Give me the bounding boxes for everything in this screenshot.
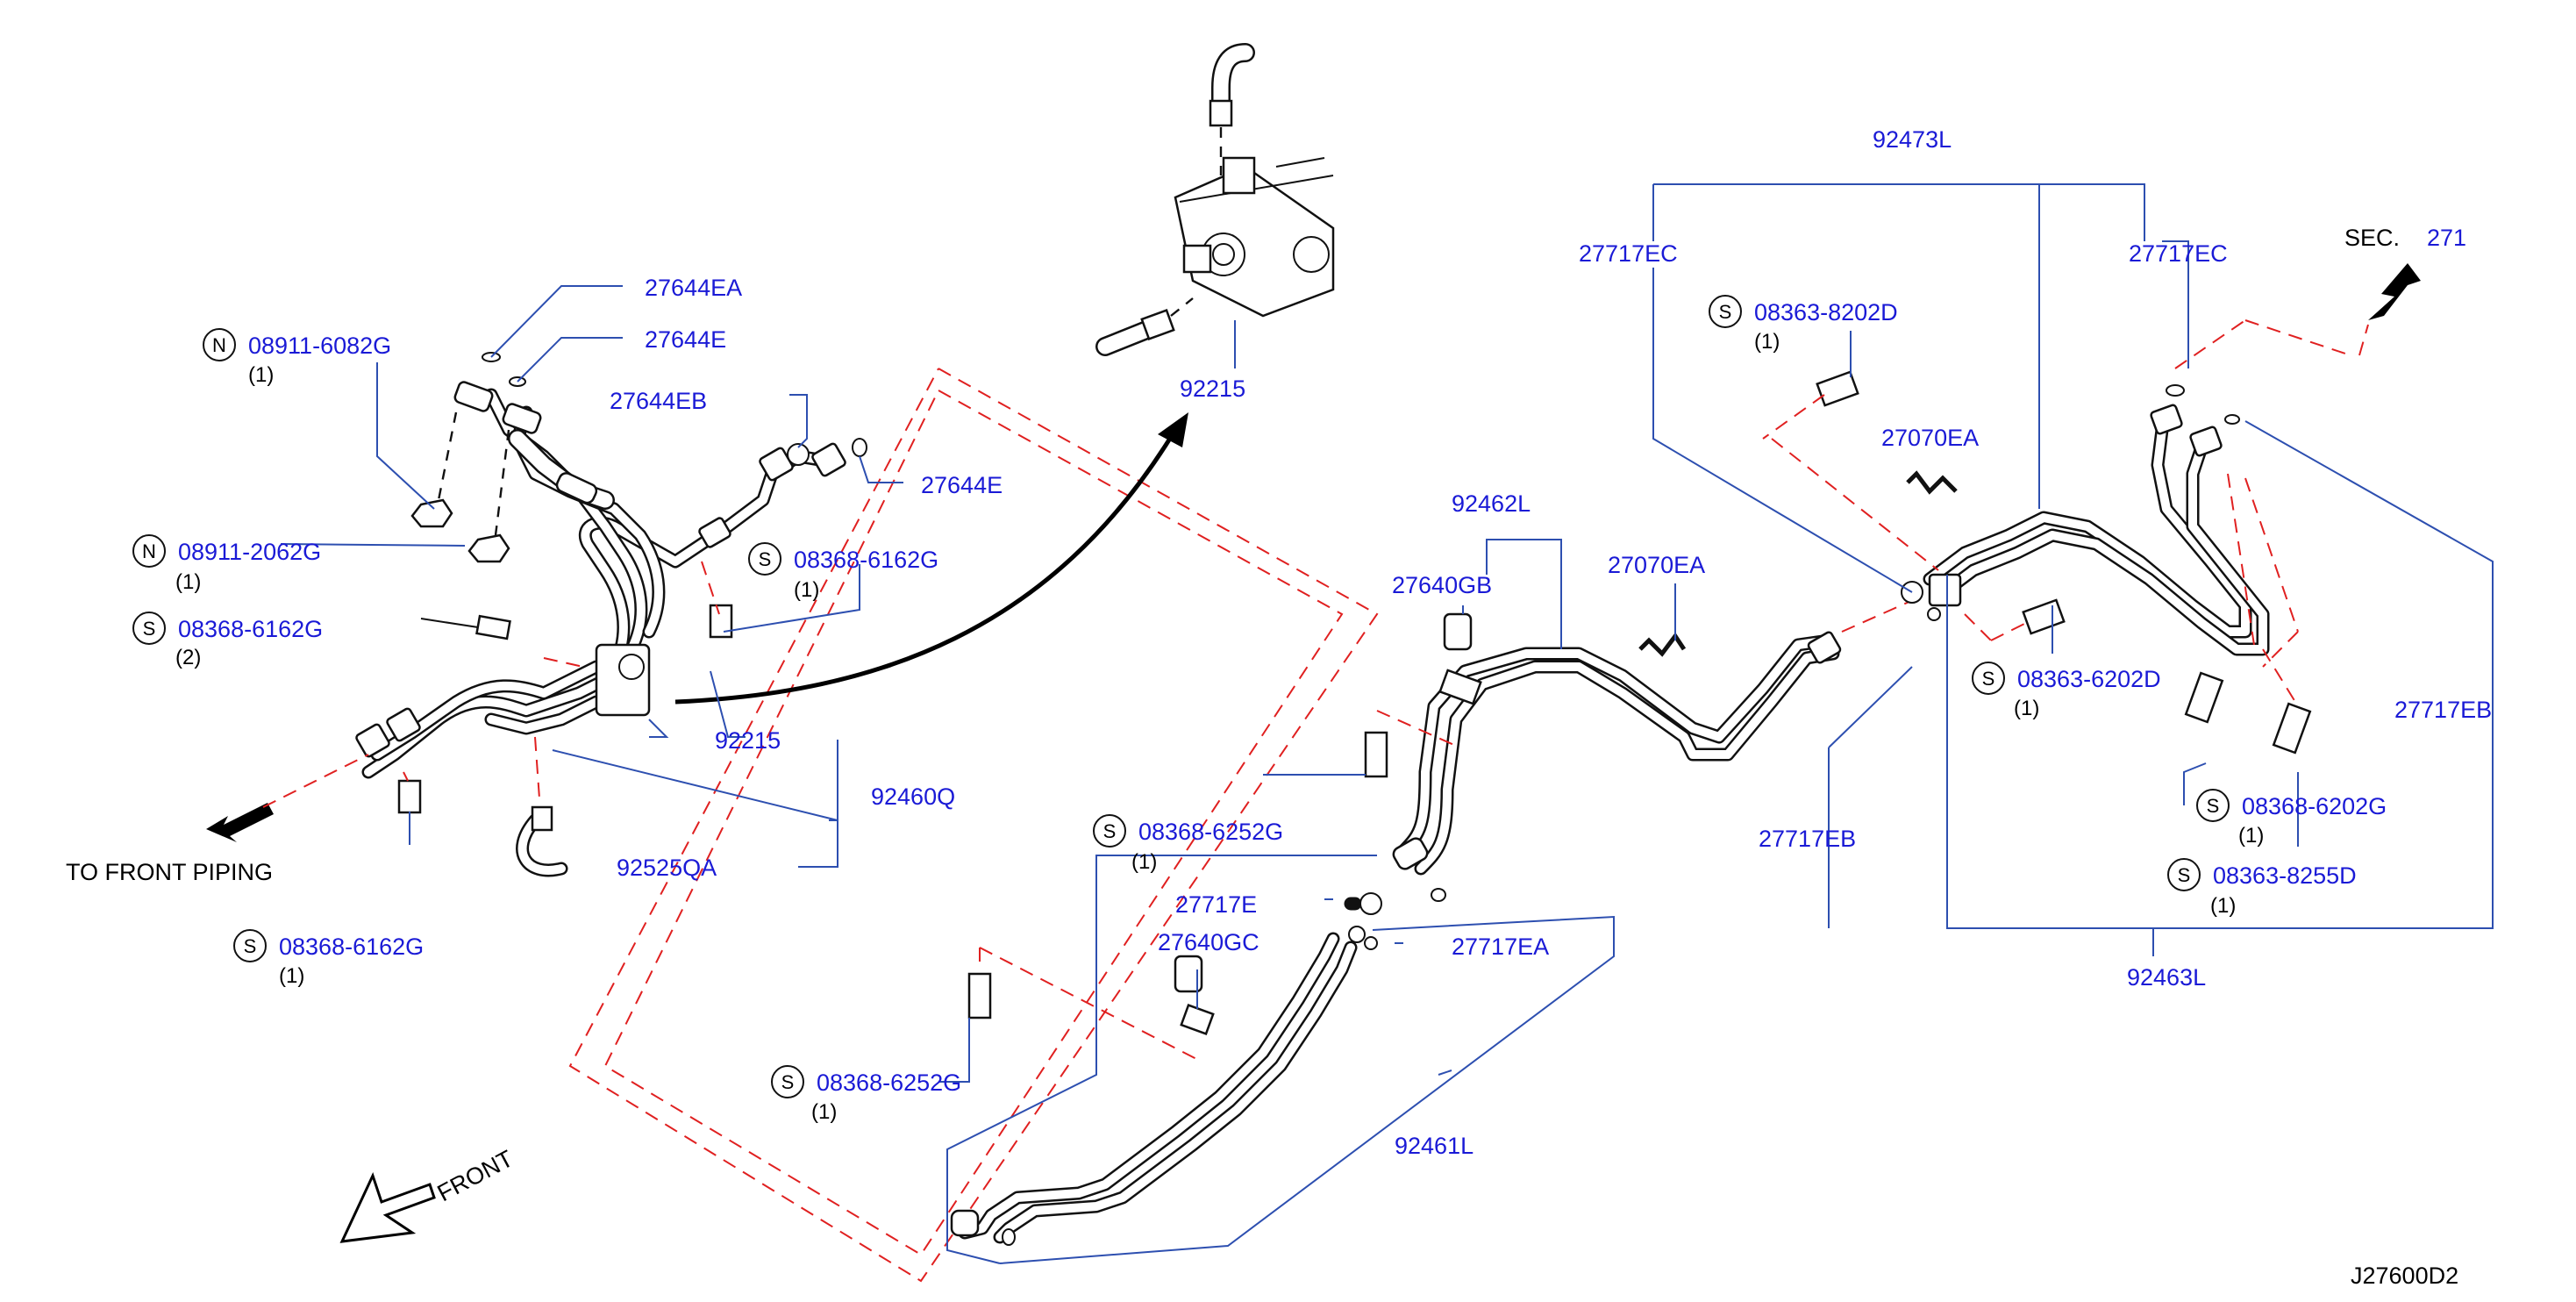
part-label-27717eb: 27717EB <box>2394 697 2492 723</box>
part-label-08368-6252g: 08368-6252G <box>817 1070 961 1096</box>
symbol-s: S <box>1982 668 1995 690</box>
part-label-27640gb: 27640GB <box>1392 572 1492 598</box>
part-label-27070ea: 27070EA <box>1881 425 1979 451</box>
part-label-08368-6162g: 08368-6162G <box>279 934 424 960</box>
part-label-08363-8202d: 08363-8202D <box>1754 299 1898 326</box>
part-label-92461l: 92461L <box>1395 1133 1474 1159</box>
middle-pipe-assembly <box>950 470 1958 1246</box>
quantity-label: (1) <box>279 964 304 988</box>
symbol-n: N <box>142 540 156 562</box>
symbol-circles <box>132 295 2230 1098</box>
detail-arrow <box>674 412 1188 705</box>
left-pipe-assembly <box>206 352 867 877</box>
leader-lines <box>280 183 2494 1264</box>
part-label-27644e: 27644E <box>645 326 726 353</box>
front-arrow-icon <box>339 1171 436 1243</box>
quantity-label: (1) <box>794 578 819 602</box>
part-label-27640gc: 27640GC <box>1158 929 1259 955</box>
part-label-92215: 92215 <box>715 727 781 754</box>
quantity-label: (1) <box>1131 850 1157 874</box>
right-pipe-assembly <box>1762 263 2421 755</box>
part-label-27717ec: 27717EC <box>2129 240 2228 267</box>
part-label-08368-6162g: 08368-6162G <box>794 547 938 573</box>
diagram-id: J27600D2 <box>2351 1263 2458 1289</box>
part-label-27717e: 27717E <box>1175 891 1257 918</box>
symbol-letters: N N S S S S S S S S S <box>142 301 2219 1093</box>
quantity-label: (1) <box>1754 330 1780 354</box>
sec-arrow-icon <box>2368 263 2421 320</box>
section-label: SEC. <box>2344 225 2400 251</box>
symbol-s: S <box>759 548 772 570</box>
part-label-92462l: 92462L <box>1452 490 1531 517</box>
reference-outline <box>568 368 1379 1283</box>
part-label-92460q: 92460Q <box>871 783 955 810</box>
quantity-label: (1) <box>175 570 201 594</box>
section-number: 271 <box>2427 225 2466 251</box>
symbol-s: S <box>244 935 257 957</box>
part-label-08363-6202d: 08363-6202D <box>2017 666 2161 692</box>
quantity-label: (2) <box>175 646 201 669</box>
part-label-27717eb: 27717EB <box>1759 826 1856 852</box>
symbol-s: S <box>143 618 156 640</box>
quantity-label: (1) <box>811 1100 837 1124</box>
quantity-label: (1) <box>248 363 274 387</box>
part-label-27717ec: 27717EC <box>1579 240 1678 267</box>
part-label-27644eb: 27644EB <box>610 388 707 414</box>
part-labels: 27644EA 27644E 27644EB 27644E 08911-6082… <box>178 126 2492 1159</box>
part-label-08368-6252g: 08368-6252G <box>1138 819 1283 845</box>
symbol-n: N <box>212 334 226 356</box>
part-label-08363-8255d: 08363-8255D <box>2213 862 2357 889</box>
quantity-label: (1) <box>2238 824 2264 848</box>
part-label-92215: 92215 <box>1180 376 1245 402</box>
symbol-s: S <box>2207 795 2220 817</box>
front-label: FRONT <box>433 1145 517 1206</box>
part-label-92463l: 92463L <box>2127 964 2206 991</box>
quantity-label: (1) <box>2210 894 2236 918</box>
symbol-s: S <box>2178 864 2191 886</box>
part-label-08368-6162g: 08368-6162G <box>178 616 323 642</box>
quantity-labels: (1) (1) (2) (1) (1) (1) (1) (1) (1) (1) … <box>175 330 2264 1124</box>
symbol-s: S <box>1103 820 1117 842</box>
part-label-27644ea: 27644EA <box>645 275 742 301</box>
part-label-08911-6082g: 08911-6082G <box>248 333 391 359</box>
quantity-label: (1) <box>2014 697 2039 720</box>
part-label-92525qa: 92525QA <box>617 855 717 881</box>
part-label-08368-6202g: 08368-6202G <box>2242 793 2387 819</box>
symbol-s: S <box>1719 301 1732 323</box>
to-front-piping-label: TO FRONT PIPING <box>66 859 273 885</box>
part-label-08911-2062g: 08911-2062G <box>178 539 321 565</box>
part-label-27070ea: 27070EA <box>1608 552 1705 578</box>
part-label-92473l: 92473L <box>1873 126 1952 153</box>
symbol-s: S <box>781 1071 795 1093</box>
junction-block-detail <box>1095 43 1335 368</box>
part-label-27717ea: 27717EA <box>1452 934 1549 960</box>
part-label-27644e: 27644E <box>921 472 1003 498</box>
